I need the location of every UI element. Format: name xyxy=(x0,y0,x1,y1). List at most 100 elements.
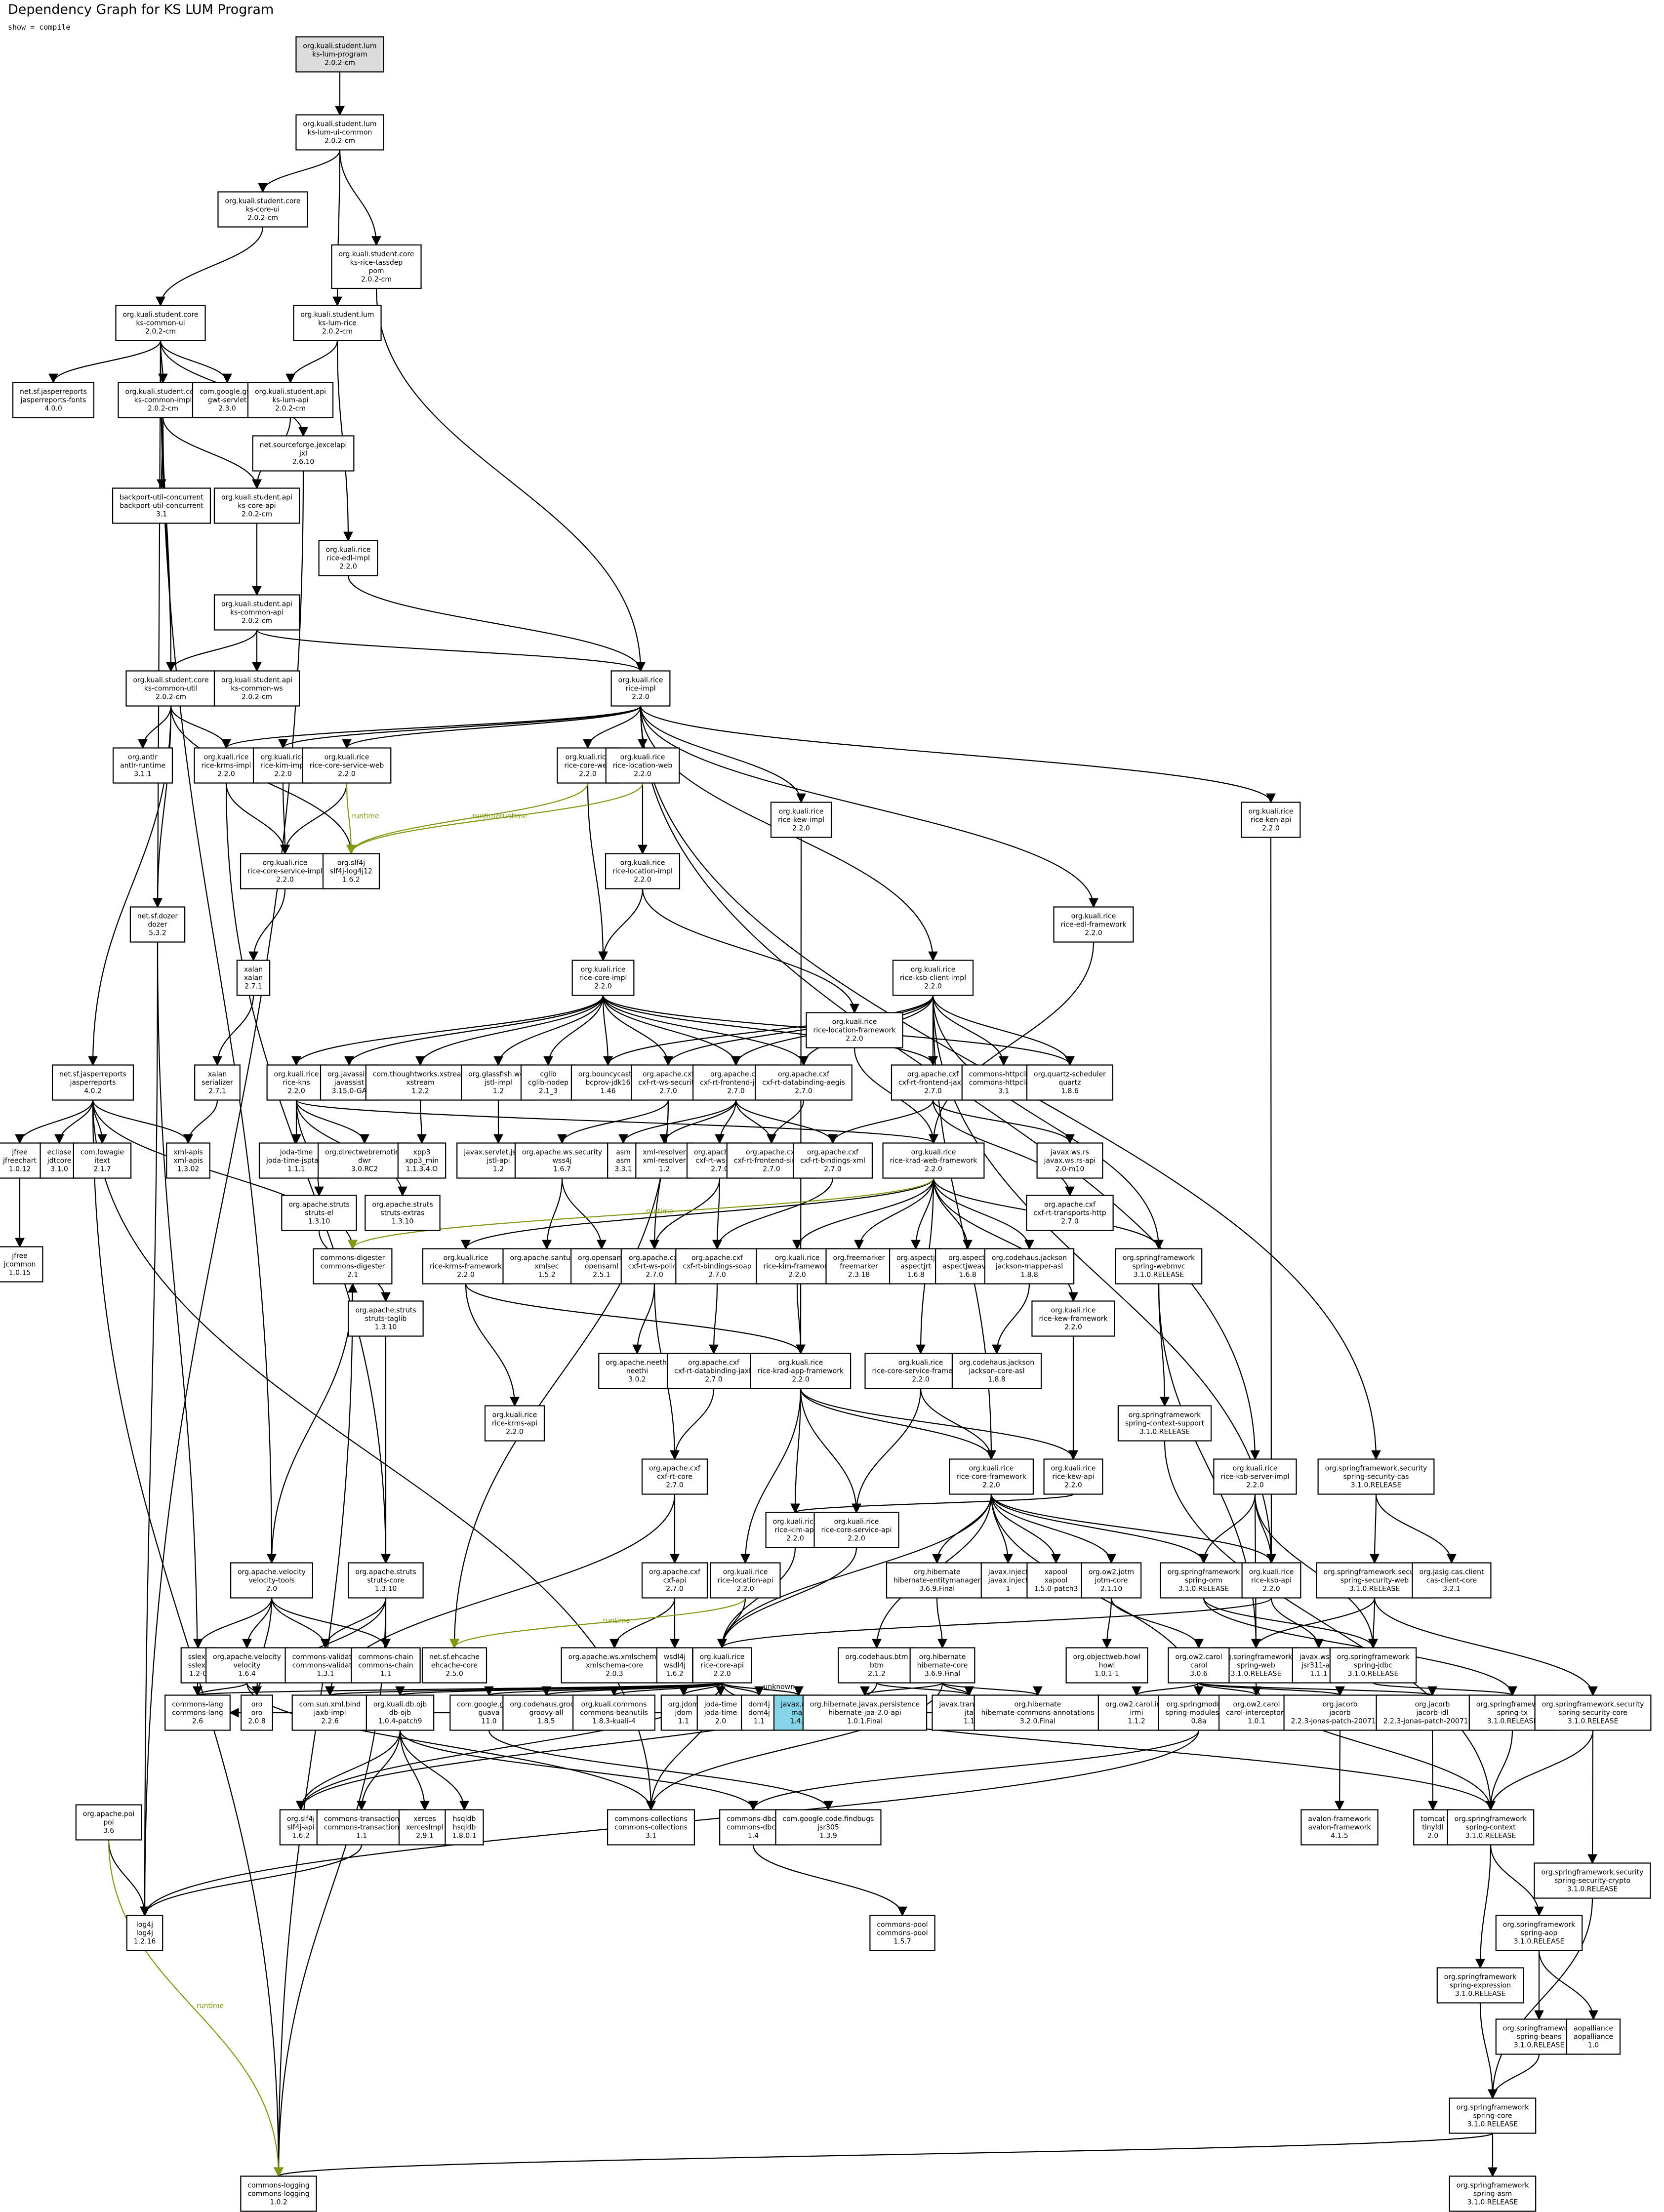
node-label-line: org.springframework xyxy=(1503,2025,1576,2033)
runtime-dependency-edge xyxy=(346,783,644,855)
node-box xyxy=(696,1694,745,1731)
dependency-edge xyxy=(1270,1598,1324,1649)
node-label-line: 2.7.0 xyxy=(711,1166,729,1173)
node-label-line: 2.2.0 xyxy=(276,876,294,884)
dependency-edge xyxy=(602,995,673,1066)
dependency-edge xyxy=(740,1388,802,1564)
node-label-line: serializer xyxy=(202,1079,233,1087)
node-label-line: org.apache.poi xyxy=(83,1810,134,1818)
node-label-line: 2.0 xyxy=(715,1718,726,1726)
node-box xyxy=(1329,1647,1417,1684)
node-label-line: jstl-impl xyxy=(484,1079,512,1087)
node-box xyxy=(365,1195,441,1231)
node-label-line: org.springmodules xyxy=(1167,1701,1231,1709)
dependency-edge xyxy=(1538,1950,1598,2020)
node-label-line: rice-edl-framework xyxy=(1061,921,1127,929)
dependency-node: org.springframeworkspring-asm3.1.0.RELEA… xyxy=(1449,2175,1537,2212)
dependency-edge xyxy=(609,1682,723,1696)
node-label-line: 2.7.0 xyxy=(795,1087,812,1095)
node-label-line: commons-httpclient xyxy=(969,1079,1039,1087)
node-label-line: org.kuali.rice xyxy=(1051,1465,1096,1473)
node-label-line: neethi xyxy=(626,1367,648,1375)
node-label-line: org.ow2.carol xyxy=(1176,1653,1222,1661)
node-box xyxy=(675,1248,759,1285)
node-label-line: 1.3.10 xyxy=(308,1218,330,1226)
node-label-line: ks-rice-tassdep xyxy=(350,259,403,267)
node-label-line: 3.1.0.RELEASE xyxy=(1568,1718,1619,1726)
node-label-line: cxf-rt-frontend-jaxws xyxy=(700,1079,772,1087)
node-label-line: ks-lum-program xyxy=(312,51,367,59)
node-label-line: org.kuali.rice xyxy=(581,966,626,974)
node-box xyxy=(974,1694,1102,1731)
dependency-edge xyxy=(712,1178,834,1250)
node-box xyxy=(572,1694,655,1731)
node-label-line: xmlschema-core xyxy=(586,1662,643,1670)
node-box xyxy=(641,1458,708,1495)
dependency-edge xyxy=(461,1178,934,1250)
node-label-line: velocity-tools xyxy=(248,1577,294,1585)
dependency-node: org.kuali.ricerice-location-framework2.2… xyxy=(806,1012,903,1048)
node-label-line: 3.1.0.RELEASE xyxy=(1467,2199,1518,2207)
dependency-edge xyxy=(911,1178,934,1250)
dependency-node: org.hibernate.javax.persistencehibernate… xyxy=(802,1694,928,1731)
node-label-line: spring-expression xyxy=(1450,1982,1511,1990)
node-box xyxy=(740,1694,778,1731)
node-label-line: commons-validator xyxy=(292,1653,359,1661)
dependency-edge xyxy=(1203,1598,1378,1649)
dependency-edge xyxy=(748,1730,1200,1811)
node-label-line: org.kuali.commons xyxy=(581,1701,647,1709)
node-box xyxy=(1026,1064,1114,1101)
node-label-line: 1.8.5 xyxy=(537,1718,555,1726)
dependency-edge xyxy=(932,995,1164,1250)
node-box xyxy=(838,1647,916,1684)
dependency-edge xyxy=(344,995,604,1066)
node-label-line: cxf-api xyxy=(663,1577,687,1585)
node-label-line: org.codehaus.jackson xyxy=(959,1359,1034,1367)
node-label-line: org.kuali.rice xyxy=(1071,913,1116,921)
dependency-edge xyxy=(602,995,741,1066)
dependency-edge xyxy=(1374,1598,1598,1696)
node-label-line: org.apache.struts xyxy=(355,1307,416,1315)
node-box xyxy=(316,1809,407,1846)
node-label-line: 1.0.2 xyxy=(270,2199,287,2207)
node-label-line: 1.3.02 xyxy=(177,1166,200,1173)
node-label-line: org.apache.cxf xyxy=(807,1149,859,1157)
node-box xyxy=(348,1562,424,1599)
node-label-line: 1.6.2 xyxy=(666,1670,684,1678)
dependency-edge xyxy=(153,340,162,908)
node-box xyxy=(561,1647,668,1684)
node-label-line: gwt-servlet xyxy=(208,397,247,404)
node-label-line: guava xyxy=(478,1709,499,1717)
node-box xyxy=(279,1809,323,1846)
node-label-line: ks-lum-ui-common xyxy=(308,129,372,137)
node-label-line: org.kuali.rice xyxy=(832,1018,877,1026)
node-label-line: rice-kew-api xyxy=(1052,1473,1094,1481)
dependency-edge xyxy=(193,1598,273,1649)
node-box xyxy=(112,747,173,784)
node-label-line: 2.7.0 xyxy=(763,1166,780,1173)
dependency-edge xyxy=(1372,1682,1517,1696)
node-box xyxy=(348,1300,424,1337)
node-label-line: 2.0.2-cm xyxy=(325,137,355,145)
node-box xyxy=(770,802,832,838)
node-label-line: 2.2.3-jonas-patch-20071018 xyxy=(1383,1718,1482,1726)
node-label-line: 2.0.2-cm xyxy=(156,693,186,701)
node-label-line: joda-time xyxy=(704,1709,737,1717)
dependency-edge xyxy=(800,1388,1078,1460)
node-label-line: jdom xyxy=(675,1709,692,1717)
dependency-node: org.kuali.ricerice-krad-app-framework2.2… xyxy=(750,1353,852,1389)
node-label-line: 1.3.10 xyxy=(375,1324,397,1331)
node-label-line: commons-chain xyxy=(358,1662,413,1670)
dependency-edge xyxy=(271,1598,330,1649)
